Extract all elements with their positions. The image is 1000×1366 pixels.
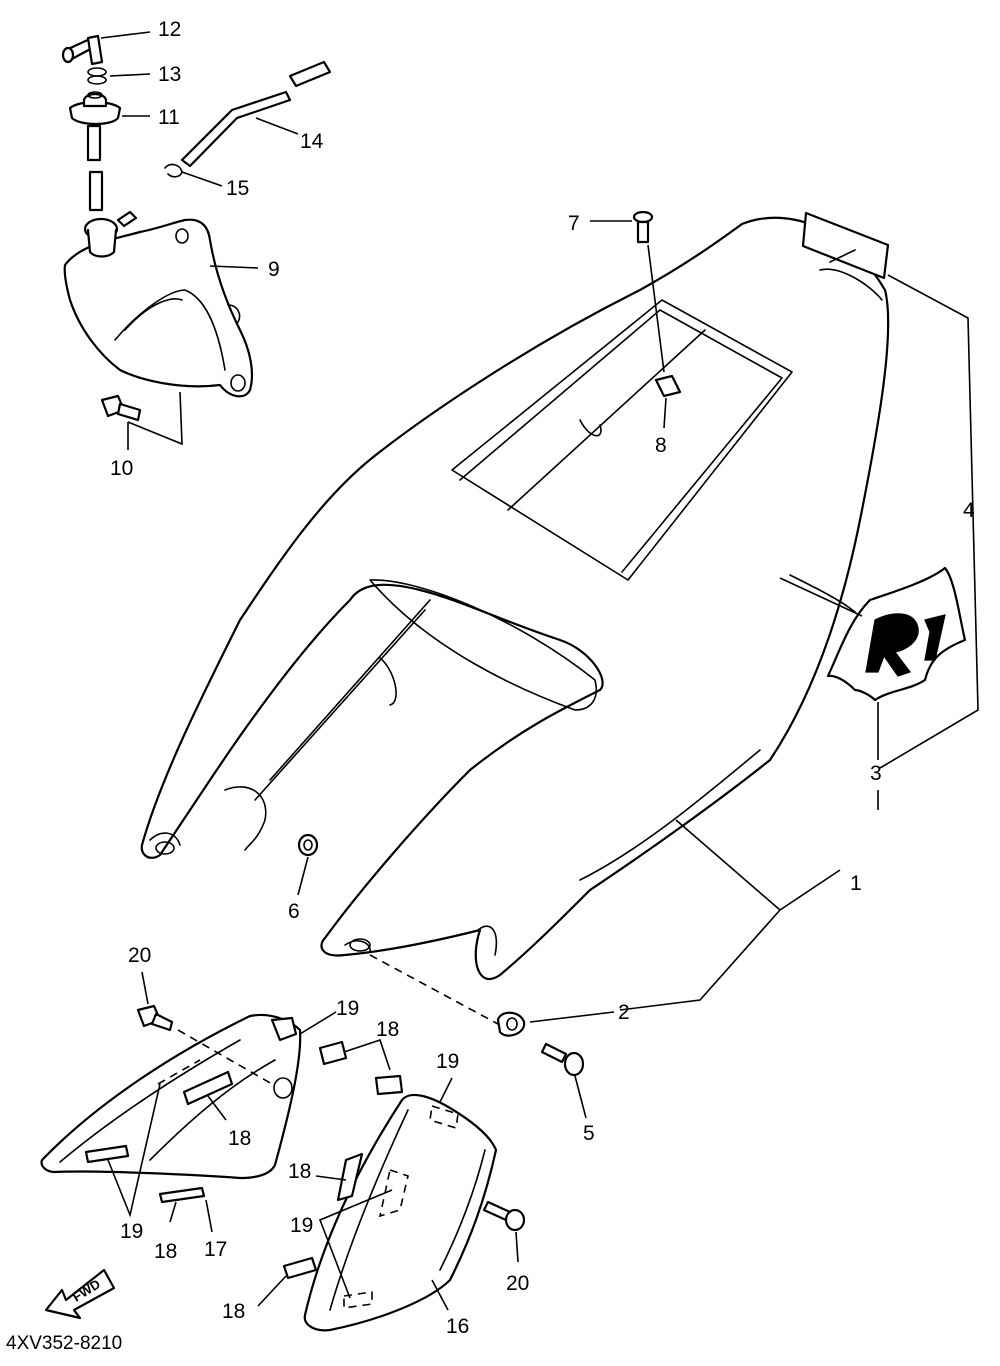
callout-14: 14 — [300, 130, 324, 153]
screw-7 — [632, 210, 654, 244]
bolt-20-lower — [482, 1200, 526, 1232]
sticker-18-upper — [318, 1040, 404, 1096]
callout-15: 15 — [226, 177, 249, 200]
bolt-20-upper — [136, 1004, 174, 1032]
callout-11: 11 — [158, 106, 180, 129]
callout-10: 10 — [110, 457, 133, 480]
breather-cap — [68, 91, 122, 212]
seat-cowl — [140, 216, 890, 981]
callout-2: 2 — [618, 1001, 630, 1024]
grommet-2 — [496, 1011, 526, 1037]
callout-1: 1 — [850, 872, 862, 895]
callout-12: 12 — [158, 18, 181, 41]
diagram-code: 4XV352-8210 — [6, 1333, 122, 1354]
callout-3: 3 — [870, 762, 882, 785]
callout-5: 5 — [583, 1122, 595, 1145]
callout-13: 13 — [158, 63, 181, 86]
callout-18-c: 18 — [154, 1240, 177, 1263]
callout-19-b: 19 — [436, 1050, 459, 1073]
callout-17: 17 — [204, 1238, 227, 1261]
elbow-fitting — [61, 34, 104, 66]
callout-numbers: 1 2 3 4 5 6 7 8 9 10 11 12 13 14 15 16 1… — [110, 18, 975, 1338]
reservoir-tank — [63, 210, 254, 398]
bolt-5 — [540, 1042, 585, 1077]
tank-bolt — [100, 394, 142, 422]
callout-9: 9 — [268, 258, 280, 281]
leader-lines — [100, 31, 979, 1311]
callout-19-d: 19 — [290, 1214, 313, 1237]
side-cover-left — [40, 1013, 302, 1204]
forward-arrow-icon: FWD — [44, 1268, 116, 1320]
callout-4: 4 — [963, 499, 975, 522]
callout-18-b: 18 — [228, 1127, 251, 1150]
grommet-6 — [297, 833, 319, 857]
seat-cowl-label — [801, 211, 890, 280]
breather-hose — [180, 60, 332, 168]
o-rings — [87, 67, 107, 85]
callout-19-a: 19 — [336, 997, 359, 1020]
r1-emblem — [826, 566, 967, 702]
callout-18-d: 18 — [288, 1160, 311, 1183]
callout-6: 6 — [288, 900, 300, 923]
callout-19-c: 19 — [120, 1220, 143, 1243]
callout-16: 16 — [446, 1315, 469, 1338]
callout-8: 8 — [655, 434, 667, 457]
callout-7: 7 — [568, 212, 580, 235]
callout-18-a: 18 — [376, 1018, 399, 1041]
side-cover-right — [282, 1093, 498, 1332]
hose-clip — [164, 163, 183, 178]
callout-20-b: 20 — [506, 1272, 529, 1295]
clip-nut-8 — [654, 374, 682, 398]
callout-18-e: 18 — [222, 1300, 245, 1323]
callout-20-a: 20 — [128, 944, 151, 967]
